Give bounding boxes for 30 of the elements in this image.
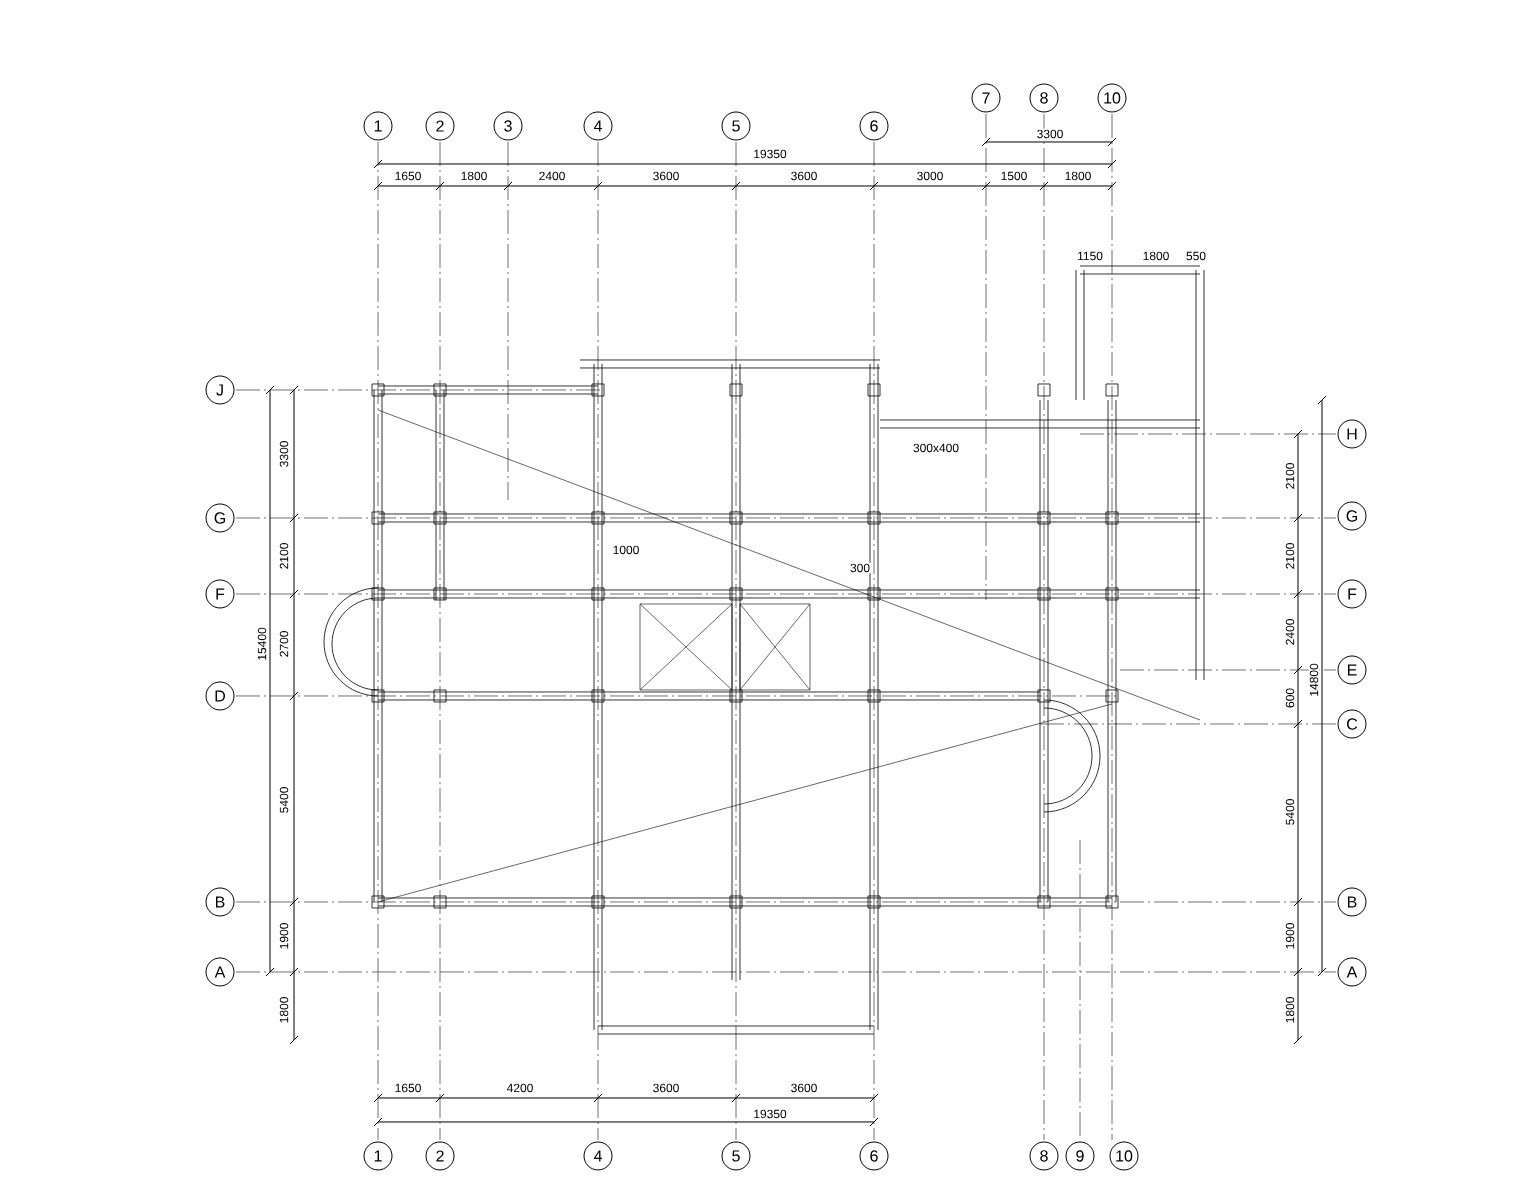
axis-bubble: F <box>205 579 235 609</box>
axis-bubble: 6 <box>859 111 889 141</box>
axis-bubble: B <box>1337 887 1367 917</box>
axis-bubble: 1 <box>363 1141 393 1171</box>
axis-bubble: 3 <box>493 111 523 141</box>
axis-bubble: 9 <box>1065 1141 1095 1171</box>
axis-bubble: 10 <box>1097 83 1127 113</box>
axis-bubble: 8 <box>1029 83 1059 113</box>
axis-bubble: G <box>205 503 235 533</box>
axis-bubble: 7 <box>971 83 1001 113</box>
axis-bubble: 4 <box>583 111 613 141</box>
axis-bubble: 6 <box>859 1141 889 1171</box>
axis-bubble: D <box>205 681 235 711</box>
axis-bubble: 5 <box>721 111 751 141</box>
axis-bubble: A <box>205 957 235 987</box>
axis-bubble: E <box>1337 655 1367 685</box>
axis-bubble: 1 <box>363 111 393 141</box>
axis-bubble: J <box>205 375 235 405</box>
axis-bubble: H <box>1337 419 1367 449</box>
axis-bubble: 2 <box>425 1141 455 1171</box>
axis-bubble: A <box>1337 957 1367 987</box>
axis-bubble: B <box>205 887 235 917</box>
axis-bubble: 5 <box>721 1141 751 1171</box>
axis-bubble: C <box>1337 709 1367 739</box>
axis-bubble: G <box>1337 501 1367 531</box>
axis-bubble: 10 <box>1109 1141 1139 1171</box>
axis-bubble: 2 <box>425 111 455 141</box>
axis-bubble: F <box>1337 579 1367 609</box>
axis-bubble: 8 <box>1029 1141 1059 1171</box>
axis-bubble: 4 <box>583 1141 613 1171</box>
